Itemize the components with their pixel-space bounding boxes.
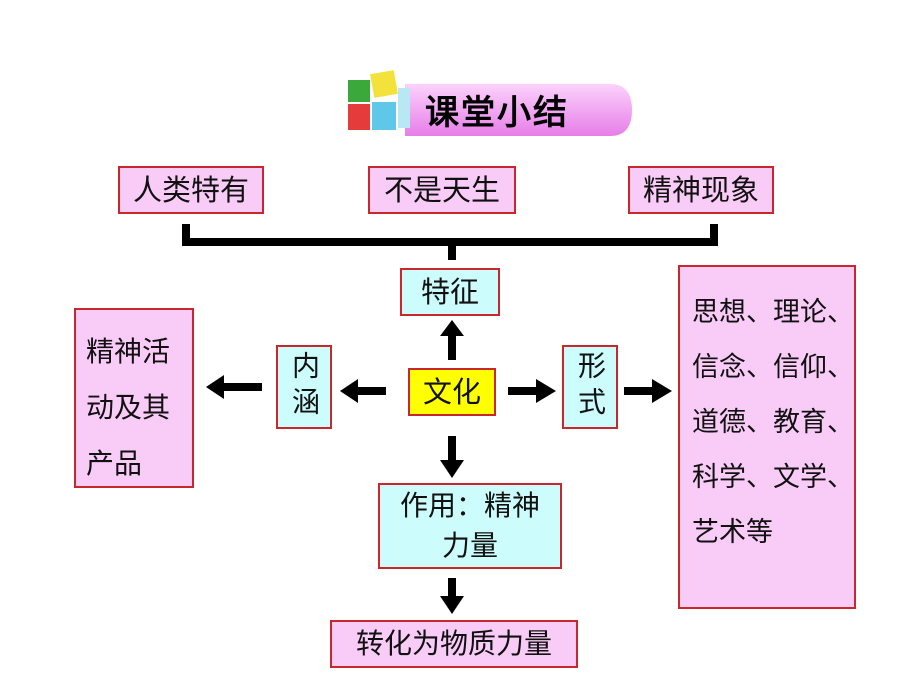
arrow-left-outer	[206, 375, 262, 399]
forms-list-box: 思想、理论、 信念、信仰、 道德、教育、 科学、文学、 艺术等	[678, 265, 856, 609]
content-box: 精神活 动及其 产品	[74, 308, 194, 488]
form-text: 形式	[574, 351, 607, 423]
page-title: 课堂小结	[425, 92, 569, 133]
arrow-down-1	[440, 436, 464, 478]
transform-box: 转化为物质力量	[330, 620, 578, 668]
arrow-right-outer	[624, 379, 672, 403]
function-box: 作用：精神 力量	[378, 483, 562, 569]
top-box-human-unique: 人类特有	[118, 166, 264, 214]
form-box: 形式	[562, 345, 618, 429]
culture-center-box: 文化	[408, 368, 496, 416]
top-box-not-innate: 不是天生	[368, 166, 516, 214]
arrow-down-2	[440, 578, 464, 614]
arrow-right-inner	[508, 379, 556, 403]
connotation-box: 内涵	[276, 345, 332, 429]
arrow-up	[440, 320, 464, 360]
feature-box: 特征	[400, 268, 500, 316]
bracket	[182, 224, 718, 260]
top-box-spiritual-phenomenon: 精神现象	[628, 166, 774, 214]
title-banner-shape	[405, 84, 632, 136]
arrow-left-inner	[340, 379, 386, 403]
cubes-icon	[348, 70, 410, 130]
connotation-text: 内涵	[288, 351, 321, 423]
